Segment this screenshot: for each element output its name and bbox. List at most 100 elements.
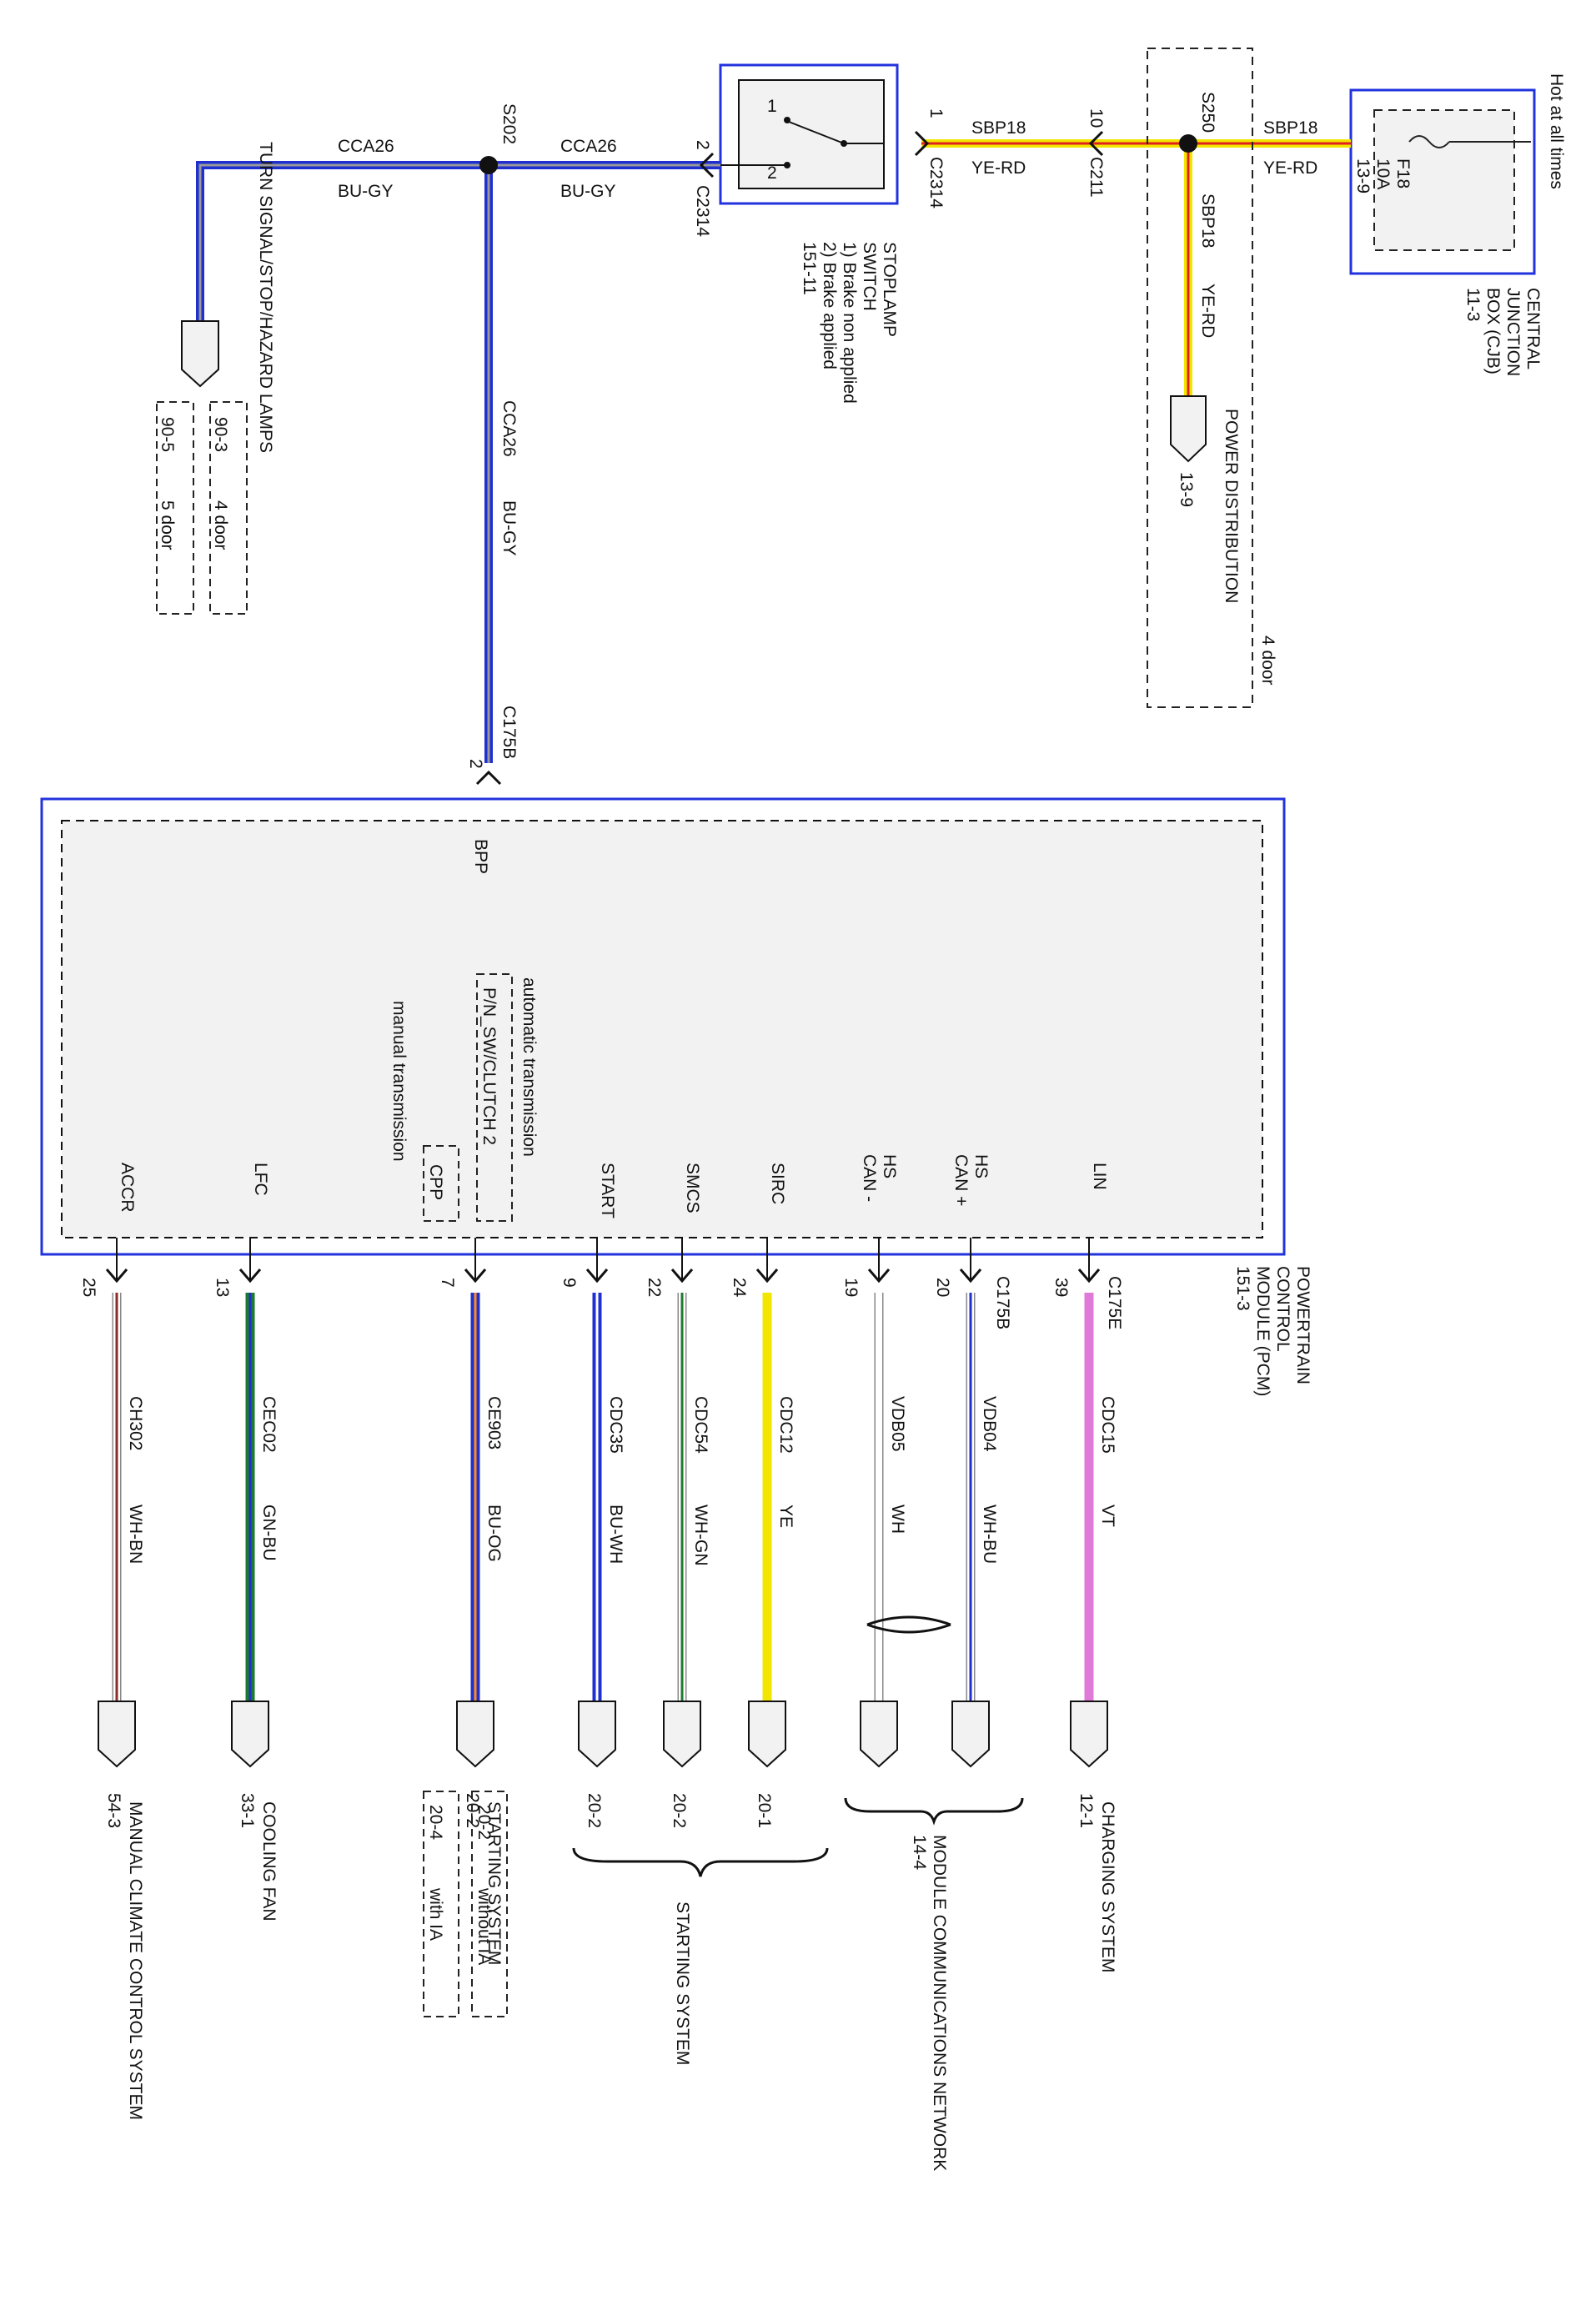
starting-option-box-1 [471,1791,508,2017]
pin-number-sirc: 24 [730,1278,749,1298]
starting-system-brace [572,1847,829,1877]
signal-sirc: SIRC [768,1163,787,1204]
dest-connector-p-n-sw-clutch-2 [456,1701,494,1768]
starting-option-ref-2: 20-4 [426,1805,445,1840]
dest-ref-accr: 54-3 [104,1793,123,1828]
starting-option-note-2: with IA [426,1887,445,1941]
cjb-label-1: CENTRAL [1523,288,1543,369]
fuse-label-1: F18 [1393,158,1413,188]
hot-at-all-times-label: Hot at all times [1547,73,1566,189]
dest-ref-start: 20-2 [585,1793,604,1828]
starting-option-ref-1: 20-2 [474,1805,494,1840]
manual-trans-label: manual transmission [389,1001,409,1162]
cpp-label: CPP [426,1164,445,1200]
splice-s202 [479,156,498,174]
fuse-label-2: 10A [1373,158,1393,189]
dest-connector-lin [1070,1701,1108,1768]
pin-2-c2314-label: 2 [693,140,712,150]
s202-label: S202 [499,103,519,144]
pin-number-lfc: 13 [213,1278,232,1297]
yerd-label-a: YE-RD [1263,158,1317,178]
pin-2-c175b-label: 2 [466,759,485,769]
pin-number-accr: 25 [79,1278,98,1297]
signal-hs-hs-can-: HS [880,1154,899,1178]
signal-accr: ACCR [118,1163,137,1213]
stoplamp-label-1: STOPLAMP [880,242,899,337]
pin-arrow-hs-can- [867,1269,891,1284]
ye-rd-wire-top [914,130,1351,396]
c175b-bottom-label: C175B [993,1276,1012,1329]
sbp18-label-c: SBP18 [1198,193,1217,248]
pcm-label-2: CONTROL [1273,1266,1292,1352]
dest-connector-hs-can- [860,1701,898,1768]
pcm-label-3: MODULE (PCM) [1253,1266,1272,1396]
power-distribution-ref: 13-9 [1177,472,1196,507]
c2314-label-b: C2314 [693,185,712,237]
dest-connector-lfc [231,1701,269,1768]
color-code-start: BU-WH [606,1505,625,1564]
pin-arrow-start [585,1269,609,1284]
pin-arrow-lin [1077,1269,1101,1284]
circuit-lfc: CEC02 [259,1396,279,1453]
circuit-smcs: CDC54 [691,1396,710,1454]
pin-arrow-accr [105,1269,128,1284]
dest-name-p-n-sw-clutch-2: STARTING SYSTEM [484,1801,504,1965]
dest-connector-sirc [748,1701,786,1768]
starting-option-box-2 [423,1791,459,2017]
color-code-hs-can-: WH [888,1505,907,1534]
signal-hs-can-: CAN + [951,1154,971,1206]
yerd-label-c: YE-RD [1198,284,1217,338]
pcm-label-1: POWERTRAIN [1293,1266,1312,1384]
dest-name-lin: CHARGING SYSTEM [1098,1801,1117,1972]
turn-signal-connector [181,320,219,388]
bpp-label: BPP [471,839,490,874]
pin-10-label: 10 [1087,108,1106,128]
dest-connector-start [578,1701,616,1768]
dest-name-accr: MANUAL CLIMATE CONTROL SYSTEM [126,1801,145,2120]
pin-number-p-n-sw-clutch-2: 7 [438,1278,457,1288]
cca26-label-c: CCA26 [499,400,519,457]
s250-label: S250 [1198,92,1217,133]
stoplamp-label-4: 2) Brake applied [820,242,839,369]
signal-lfc: LFC [251,1163,270,1196]
pin-arrow-p-n-sw-clutch-2 [464,1269,487,1284]
color-code-p-n-sw-clutch-2: BU-OG [484,1505,504,1562]
dest-ref-lin: 12-1 [1077,1793,1096,1828]
power-distribution-label: POWER DISTRIBUTION [1222,409,1241,603]
dest-ref-lfc: 33-1 [238,1793,257,1828]
four-door-label: 4 door [1258,636,1277,686]
turn-ref-box-2 [156,401,194,615]
pin-arrow-sirc [755,1269,779,1284]
splice-s250 [1179,134,1197,153]
cpp-box [423,1145,459,1222]
pn-sw-box [476,973,513,1222]
bugy-label-a: BU-GY [338,182,394,201]
cca26-label-b: CCA26 [560,137,617,156]
sbp18-label-a: SBP18 [1263,118,1317,138]
turn-ref-box-1 [209,401,248,615]
stoplamp-label-2: SWITCH [860,242,879,311]
cca26-label-a: CCA26 [338,137,394,156]
pin-1-label: 1 [926,108,946,118]
color-code-lin: VT [1098,1505,1117,1527]
stoplamp-label-5: 151-11 [800,242,819,295]
pin-arrow-smcs [670,1269,694,1284]
turn-ref-1: 90-3 [211,417,230,452]
stoplamp-switch [719,63,899,205]
signal-hs-hs-can-: HS [971,1154,991,1178]
pin-arrow-hs-can- [959,1269,982,1284]
central-junction-box: F18 10A 13-9 [1349,88,1536,275]
dest-connector-accr [98,1701,136,1768]
circuit-accr: CH302 [126,1396,145,1450]
fuse-label-3: 13-9 [1353,158,1373,193]
pn-sw-label: P/N_SW/CLUTCH 2 [479,987,499,1145]
turn-ref-1-note: 4 door [211,500,230,550]
switch-pin-2: 2 [767,163,777,183]
